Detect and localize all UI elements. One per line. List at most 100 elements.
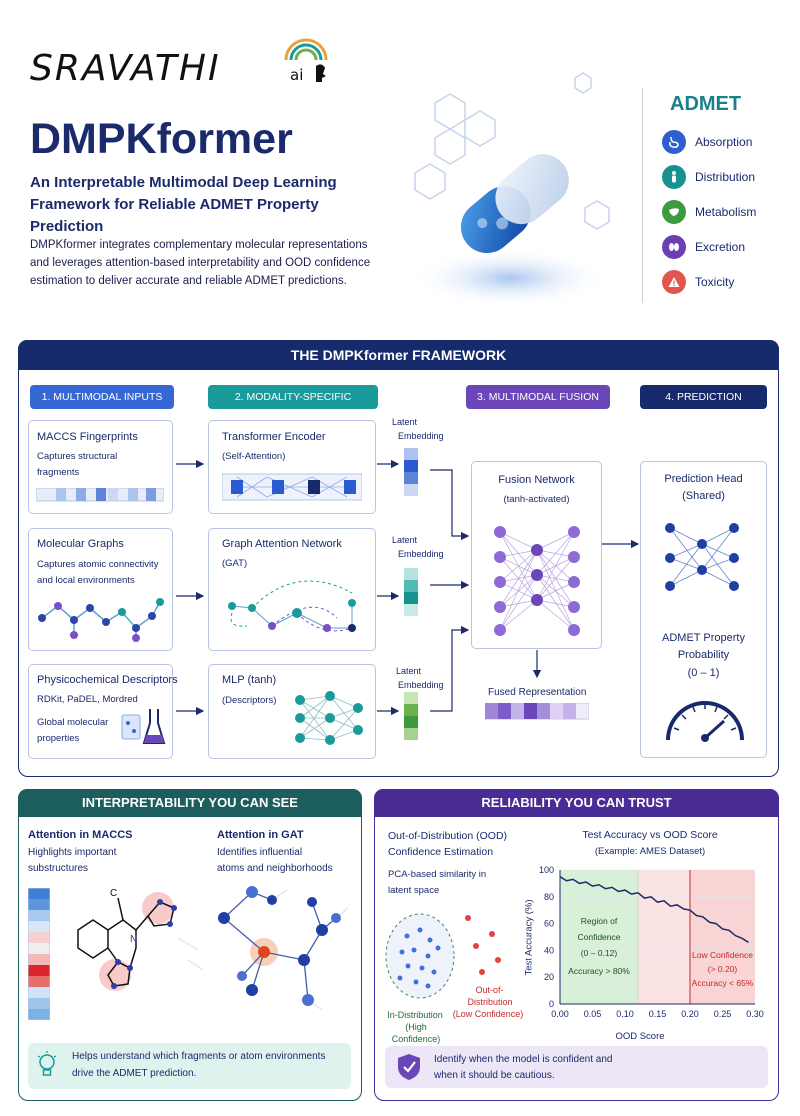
kidney-icon xyxy=(662,235,686,259)
mlp-diagram xyxy=(295,691,363,745)
maccs-attention-desc: substructures xyxy=(28,863,89,874)
fusion-edge xyxy=(499,574,538,608)
page-subtitle: An Interpretable Multimodal Deep Learnin… xyxy=(30,174,337,235)
fusion-edge xyxy=(499,549,538,608)
chart-region-label: Accuracy < 65% xyxy=(692,978,754,988)
prediction-range: (0 – 1) xyxy=(687,667,720,679)
chart-region-label: (> 0.20) xyxy=(708,964,738,974)
chart-region-label: Accuracy > 80% xyxy=(568,966,630,976)
attention-diagram xyxy=(222,473,362,501)
input-card-graph xyxy=(28,528,173,651)
fusion-node xyxy=(494,551,506,563)
fusion-edge xyxy=(499,549,538,583)
ood-desc: PCA-based similarity in xyxy=(388,869,487,880)
latent-embedding-bar-3 xyxy=(404,692,418,740)
encoder-title: Graph Attention Network xyxy=(222,538,342,550)
out-distribution-label: (Low Confidence) xyxy=(452,1009,524,1019)
fusion-edge xyxy=(536,599,575,631)
prediction-head-diagram xyxy=(665,523,739,591)
fusion-edge xyxy=(536,531,575,601)
encoder-desc: (Self-Attention) xyxy=(222,451,286,462)
latent-label: Embedding xyxy=(398,431,444,441)
fusion-node xyxy=(531,569,543,581)
chart-y-tick: 40 xyxy=(544,945,554,955)
latent-label: Embedding xyxy=(398,680,444,690)
fusion-edge xyxy=(499,599,538,631)
prediction-prob-label: Probability xyxy=(677,649,730,661)
encoder-desc: (Descriptors) xyxy=(222,695,277,706)
capsule-illustration xyxy=(410,72,610,308)
fusion-node xyxy=(494,576,506,588)
latent-label: Embedding xyxy=(398,549,444,559)
encoder-title: MLP (tanh) xyxy=(222,674,277,686)
prediction-prob-label: ADMET Property xyxy=(662,632,745,644)
gat-diagram xyxy=(228,580,356,632)
maccs-heatmap xyxy=(28,888,50,1020)
molecule-graph-icon xyxy=(38,598,164,642)
chart-y-tick: 20 xyxy=(544,972,554,982)
chart-region-label: Confidence xyxy=(577,932,620,942)
chart-region-2 xyxy=(690,870,755,1004)
input-desc: fragments xyxy=(37,467,80,478)
prediction-desc: (Shared) xyxy=(682,490,725,502)
gat-attention-title: Attention in GAT xyxy=(217,829,304,841)
chart-series-line xyxy=(559,876,749,943)
chart-region-1 xyxy=(638,870,690,1004)
chart-x-tick: 0.00 xyxy=(551,1009,569,1019)
latent-label: Latent xyxy=(396,666,422,676)
fusion-edge xyxy=(499,531,538,551)
encoder-title: Transformer Encoder xyxy=(222,431,326,443)
fusion-edge xyxy=(536,599,575,608)
fusion-edge xyxy=(536,531,575,551)
lightbulb-icon xyxy=(37,1051,57,1076)
chart-xlabel: OOD Score xyxy=(615,1031,665,1042)
in-distribution-label: In-Distribution xyxy=(387,1010,443,1020)
fusion-node xyxy=(568,576,580,588)
interpretability-note-text: drive the ADMET prediction. xyxy=(72,1068,197,1079)
fusion-node xyxy=(568,526,580,538)
gat-attention-desc: atoms and neighborhoods xyxy=(217,863,333,874)
warning-icon xyxy=(662,270,686,294)
fusion-desc: (tanh-activated) xyxy=(503,494,570,505)
chart-y-tick: 60 xyxy=(544,919,554,929)
chart-title: Test Accuracy vs OOD Score xyxy=(582,829,718,841)
interpretability-note-text: Helps understand which fragments or atom… xyxy=(72,1051,326,1062)
maccs-molecule-diagram: C N xyxy=(77,888,204,991)
chart-y-tick: 80 xyxy=(544,892,554,902)
input-title-maccs: MACCS Fingerprints xyxy=(37,431,138,443)
gauge-icon xyxy=(666,701,744,742)
fusion-edge xyxy=(499,599,538,608)
input-title-descriptors: Physicochemical Descriptors xyxy=(37,674,178,686)
chart-x-tick: 0.20 xyxy=(681,1009,699,1019)
fusion-node xyxy=(531,594,543,606)
chart-x-tick: 0.25 xyxy=(714,1009,732,1019)
input-desc: and local environments xyxy=(37,575,135,586)
intro-text: DMPKformer integrates complementary mole… xyxy=(30,239,371,287)
input-desc: properties xyxy=(37,733,80,744)
encoder-desc: (GAT) xyxy=(222,558,248,569)
input-desc: Global molecular xyxy=(37,717,109,728)
maccs-attention-desc: Highlights important xyxy=(28,847,117,858)
chart-subtitle: (Example: AMES Dataset) xyxy=(594,846,706,857)
ood-title: Out-of-Distribution (OOD) xyxy=(388,830,508,842)
reliability-title: RELIABILITY YOU CAN TRUST xyxy=(374,789,779,817)
fusion-edge xyxy=(499,574,538,631)
chart-x-tick: 0.15 xyxy=(649,1009,667,1019)
brand-logo-ai: ai xyxy=(290,66,303,84)
prediction-title: Prediction Head xyxy=(664,473,743,485)
admet-item-absorption: Absorption xyxy=(662,128,752,156)
admet-item-metabolism: Metabolism xyxy=(662,198,756,226)
fusion-node xyxy=(494,601,506,613)
fusion-edge xyxy=(499,549,538,631)
chart-y-tick: 0 xyxy=(549,999,554,1009)
latent-embedding-bar-1 xyxy=(404,448,418,496)
atom-c-label: C xyxy=(110,888,117,899)
fusion-edge xyxy=(499,549,538,558)
chart-region-0 xyxy=(560,870,638,1004)
prediction-card xyxy=(640,461,767,758)
ood-cluster-diagram xyxy=(385,913,501,999)
input-title-graph: Molecular Graphs xyxy=(37,538,124,550)
liver-icon xyxy=(662,200,686,224)
